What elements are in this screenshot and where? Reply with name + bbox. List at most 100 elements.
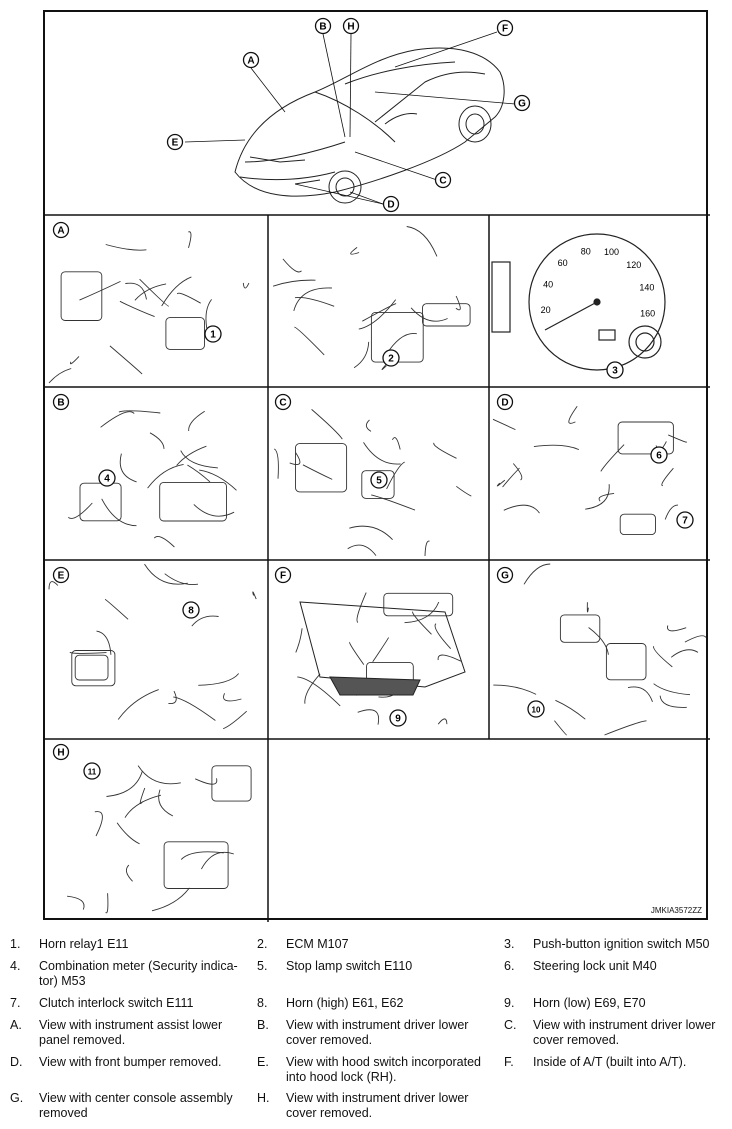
sketch-stroke xyxy=(188,231,192,249)
sketch-stroke xyxy=(365,419,372,432)
svg-text:B: B xyxy=(57,398,64,409)
sketch-part xyxy=(163,841,229,889)
overview-badge-g: G xyxy=(513,94,531,112)
sketch-stroke xyxy=(164,573,199,586)
legend-item-text: View with center console assembly remove… xyxy=(39,1091,233,1120)
sketch-part xyxy=(619,513,656,536)
sketch-stroke xyxy=(274,448,279,479)
overview-badge-c: C xyxy=(434,171,452,189)
panel-badge-b: B xyxy=(52,393,70,411)
legend-item-key: 7. xyxy=(10,996,21,1010)
sketch-stroke xyxy=(144,563,188,585)
panel-grid xyxy=(45,214,710,922)
sketch-stroke xyxy=(493,684,537,695)
legend-item-text: View with instrument driver lower cover … xyxy=(286,1091,469,1120)
sketch-stroke xyxy=(205,299,212,328)
sketch-stroke xyxy=(600,444,625,472)
legend-item-key: C. xyxy=(504,1018,517,1032)
sketch-stroke xyxy=(198,673,240,686)
svg-text:H: H xyxy=(347,22,354,33)
sketch-stroke xyxy=(437,718,448,725)
sketch-stroke xyxy=(223,693,242,702)
legend-item-text: Horn (high) E61, E62 xyxy=(286,996,404,1010)
legend-item-key: 1. xyxy=(10,937,21,951)
sketch-part xyxy=(71,650,116,687)
sketch-stroke xyxy=(653,646,673,668)
sketch-stroke xyxy=(406,226,438,257)
sketch-stroke xyxy=(598,492,615,502)
sketch-stroke xyxy=(350,247,360,255)
legend-item-key: 2. xyxy=(257,937,268,951)
sketch-stroke xyxy=(356,592,367,623)
svg-text:8: 8 xyxy=(188,606,194,617)
at-oil-pan xyxy=(299,601,466,696)
sketch-part xyxy=(60,271,103,321)
sketch-stroke xyxy=(223,710,248,730)
sketch-stroke xyxy=(311,409,343,440)
sketch-stroke xyxy=(588,627,609,655)
panel-badge-g: G xyxy=(496,566,514,584)
sketch-stroke xyxy=(48,581,59,590)
svg-text:2: 2 xyxy=(388,354,394,365)
sketch-stroke xyxy=(294,326,325,356)
panel-badge-a: A xyxy=(52,221,70,239)
sketch-stroke xyxy=(176,292,201,304)
gauge-tick-80: 80 xyxy=(581,246,591,256)
sketch-stroke xyxy=(293,287,332,312)
sketch-stroke xyxy=(188,410,205,432)
legend-item-text: ECM M107 xyxy=(286,937,349,951)
svg-text:D: D xyxy=(501,398,508,409)
sketch-stroke xyxy=(456,485,472,497)
sketch-stroke xyxy=(147,463,184,489)
callout-10: 10 xyxy=(527,700,545,718)
sketch-stroke xyxy=(125,864,133,882)
sketch-stroke xyxy=(119,453,137,483)
legend-item-key: D. xyxy=(10,1055,23,1069)
legend-item-text: Steering lock unit M40 xyxy=(533,959,657,973)
sketch-stroke xyxy=(101,498,137,527)
sketch-stroke xyxy=(410,307,448,322)
sketch-stroke xyxy=(153,536,175,548)
sketch-stroke xyxy=(512,463,523,481)
callout-3: 3 xyxy=(606,361,624,379)
sketch-stroke xyxy=(434,623,452,650)
legend-item-key: 9. xyxy=(504,996,515,1010)
sketch-stroke xyxy=(627,686,653,702)
sketch-stroke xyxy=(533,444,580,451)
sketch-part xyxy=(559,614,601,643)
svg-text:7: 7 xyxy=(682,516,688,527)
legend-item-key: H. xyxy=(257,1091,270,1105)
sketch-stroke xyxy=(79,280,121,301)
sketch-stroke xyxy=(295,628,303,653)
sketch-stroke xyxy=(371,494,416,511)
sketch-stroke xyxy=(653,683,691,696)
sketch-stroke xyxy=(349,525,393,541)
sketch-stroke xyxy=(362,303,397,322)
callout-2: 2 xyxy=(382,349,400,367)
sketch-stroke xyxy=(119,300,155,318)
sketch-stroke xyxy=(304,673,321,704)
sketch-stroke xyxy=(294,296,335,307)
sketch-part xyxy=(422,303,471,327)
sketch-stroke xyxy=(176,445,207,466)
overview-badge-a: A xyxy=(242,51,260,69)
speedometer-gauge xyxy=(491,233,666,371)
svg-text:E: E xyxy=(172,138,179,149)
sketch-stroke xyxy=(100,411,135,428)
sketch-stroke xyxy=(191,615,219,627)
legend-item-key: 5. xyxy=(257,959,268,973)
sketch-stroke xyxy=(67,895,85,910)
sketch-stroke xyxy=(158,789,174,817)
sketch-stroke xyxy=(437,654,462,662)
callout-6: 6 xyxy=(650,446,668,464)
sketch-stroke xyxy=(586,602,589,613)
sketch-stroke xyxy=(555,699,586,720)
legend-item-key: 4. xyxy=(10,959,21,973)
sketch-stroke xyxy=(353,341,370,369)
overview-badge-h: H xyxy=(342,17,360,35)
legend-item-text: View with hood switch incorporated into … xyxy=(286,1055,482,1084)
sketch-stroke xyxy=(195,778,218,785)
sketch-stroke xyxy=(433,442,457,459)
gauge-tick-120: 120 xyxy=(626,260,641,270)
